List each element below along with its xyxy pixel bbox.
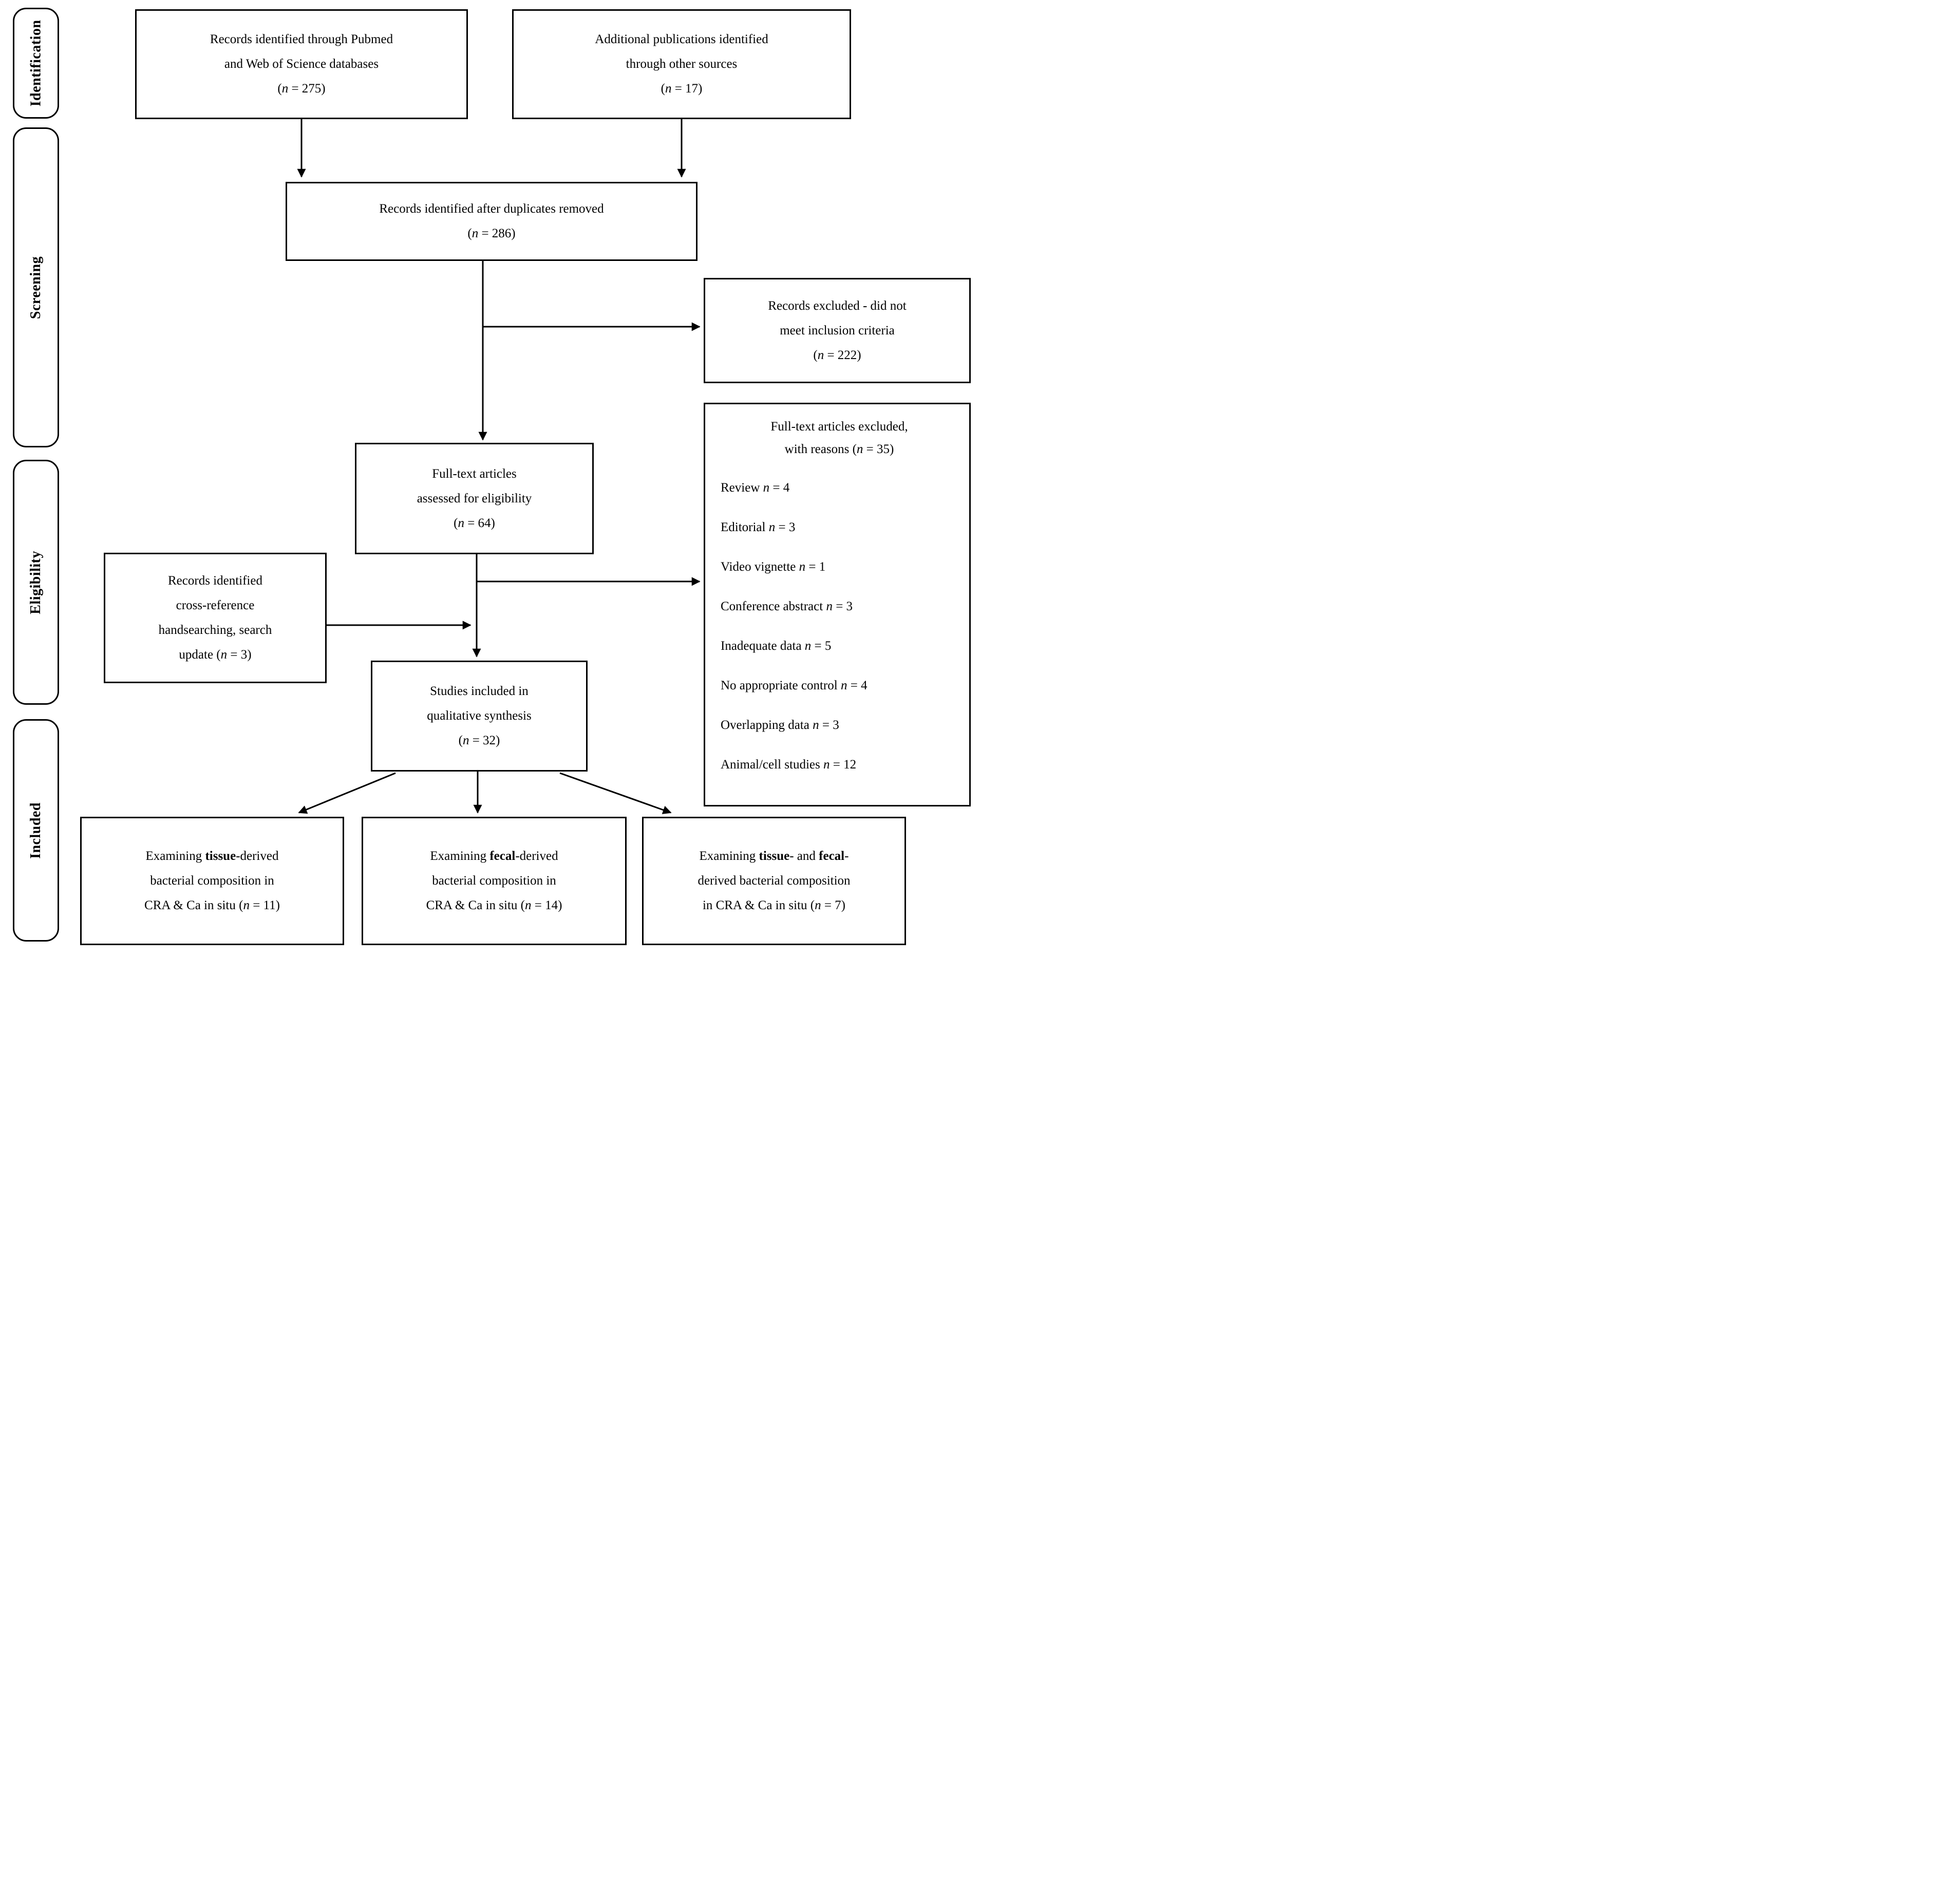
flow-box-duplicates-removed: Records identified after duplicates remo… — [286, 182, 698, 261]
exclusion-reason-editorial: Editorial n = 3 — [721, 520, 796, 534]
exclusion-reason-review: Review n = 4 — [721, 481, 790, 495]
fulltext-excluded-header: Full-text articles excluded,with reasons… — [770, 420, 908, 456]
stage-label-included-text: Included — [28, 802, 44, 859]
stage-label-identification: Identification — [13, 8, 59, 119]
stage-label-screening-text: Screening — [28, 256, 44, 319]
flow-box-fulltext-excluded: Full-text articles excluded,with reasons… — [704, 403, 971, 806]
prisma-flow-diagram: Identification Screening Eligibility Inc… — [0, 0, 980, 948]
exclusion-reason-conference-abstract: Conference abstract n = 3 — [721, 599, 853, 613]
stage-label-included: Included — [13, 719, 59, 942]
exclusion-reason-overlapping-data: Overlapping data n = 3 — [721, 718, 839, 732]
exclusion-reason-inadequate-data: Inadequate data n = 5 — [721, 639, 832, 653]
box-text-duplicates-removed: Records identified after duplicates remo… — [379, 202, 604, 240]
stage-label-screening: Screening — [13, 127, 59, 447]
stage-label-eligibility-text: Eligibility — [28, 550, 44, 614]
exclusion-reason-video-vignette: Video vignette n = 1 — [721, 560, 826, 574]
arrow-studies-to-tissue-fecal — [559, 772, 672, 814]
box-text-tissue-fecal-derived: Examining tissue- and fecal-derived bact… — [698, 849, 851, 912]
exclusion-reason-no-control: No appropriate control n = 4 — [721, 679, 868, 692]
stage-label-identification-text: Identification — [28, 20, 44, 107]
stage-label-eligibility: Eligibility — [13, 460, 59, 705]
arrow-studies-to-tissue — [298, 772, 396, 814]
flow-box-tissue-fecal-derived: Examining tissue- and fecal-derived bact… — [642, 817, 906, 945]
exclusion-reason-animal-cell: Animal/cell studies n = 12 — [721, 758, 857, 772]
